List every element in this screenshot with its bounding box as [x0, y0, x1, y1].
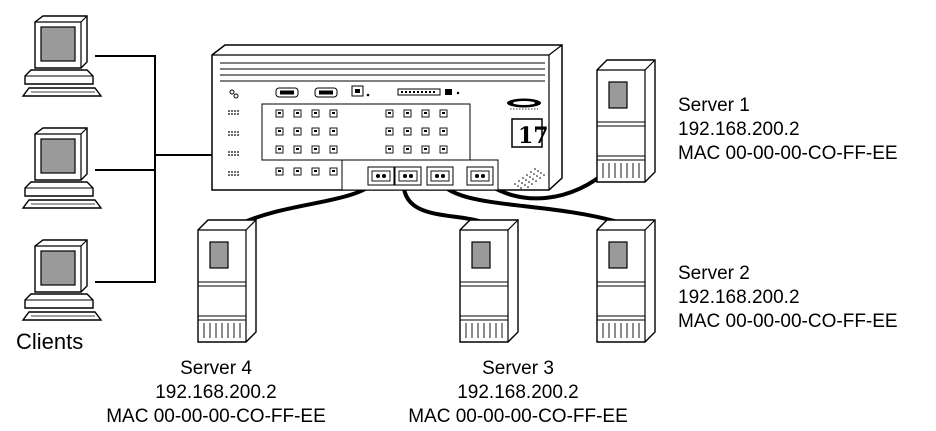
- vent-speckle: [514, 168, 545, 189]
- server-4-name: Server 4: [180, 358, 252, 379]
- client-pc-2: [22, 127, 102, 209]
- server-2-label: Server 2 192.168.200.2 MAC 00-00-00-CO-F…: [678, 262, 898, 334]
- model-badge: 17: [518, 123, 549, 149]
- network-switch: 17: [211, 44, 563, 191]
- server-2-mac: MAC 00-00-00-CO-FF-EE: [678, 311, 898, 332]
- clients-label: Clients: [16, 329, 84, 354]
- server-1-mac: MAC 00-00-00-CO-FF-EE: [678, 143, 898, 164]
- uplink-port-2: [394, 166, 422, 186]
- server-2-name: Server 2: [678, 263, 750, 284]
- server-4-mac: MAC 00-00-00-CO-FF-EE: [106, 406, 326, 427]
- server-3-tower: [459, 219, 519, 343]
- server-1-label: Server 1 192.168.200.2 MAC 00-00-00-CO-F…: [678, 94, 898, 166]
- server-1-ip: 192.168.200.2: [678, 119, 800, 140]
- server-4-label: Server 4 192.168.200.2 MAC 00-00-00-CO-F…: [66, 357, 366, 429]
- server-3-ip: 192.168.200.2: [457, 382, 579, 403]
- server-1-tower: [596, 59, 656, 183]
- server-3-mac: MAC 00-00-00-CO-FF-EE: [408, 406, 628, 427]
- client-pc-1: [22, 15, 102, 97]
- brand-logo-icon: [507, 98, 541, 110]
- uplink-port-4: [466, 166, 494, 186]
- server-1-name: Server 1: [678, 95, 750, 116]
- server-3-name: Server 3: [482, 358, 554, 379]
- power-led-icon: [229, 89, 239, 99]
- server-2-tower: [596, 219, 656, 343]
- server-4-tower: [197, 219, 257, 343]
- client-pc-3: [22, 239, 102, 321]
- server-2-ip: 192.168.200.2: [678, 287, 800, 308]
- server-3-label: Server 3 192.168.200.2 MAC 00-00-00-CO-F…: [368, 357, 668, 429]
- uplink-port-1: [367, 166, 395, 186]
- server-4-ip: 192.168.200.2: [155, 382, 277, 403]
- uplink-port-3: [426, 166, 454, 186]
